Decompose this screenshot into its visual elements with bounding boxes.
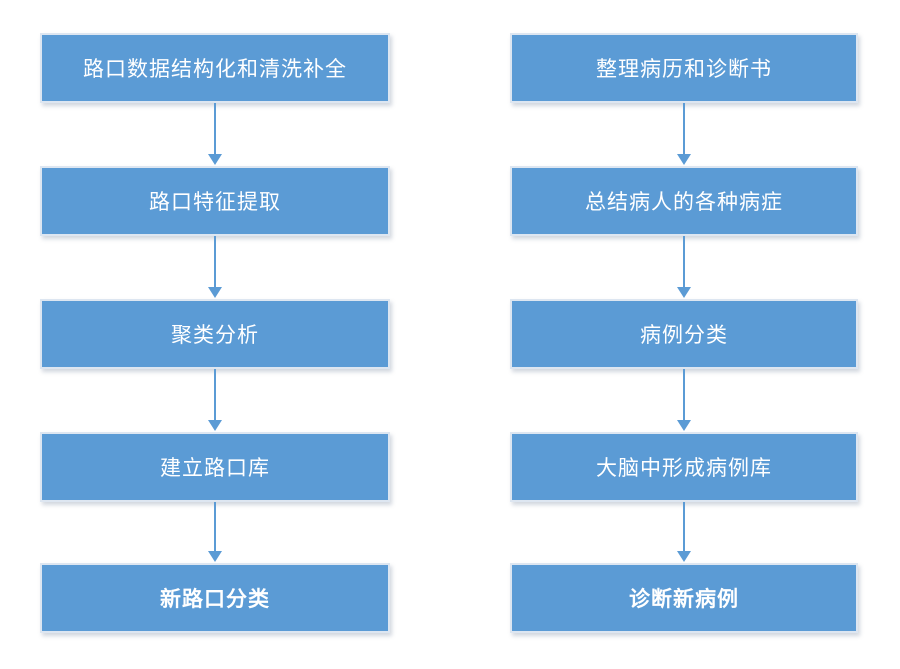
down-arrow-icon (677, 369, 691, 431)
flow-step-left-3: 聚类分析 (40, 299, 390, 369)
arrow-head (208, 551, 222, 562)
flow-step-left-4: 建立路口库 (40, 432, 390, 502)
arrow-head (677, 154, 691, 165)
flow-step-label: 整理病历和诊断书 (596, 58, 772, 81)
flow-step-right-4: 大脑中形成病例库 (510, 432, 858, 502)
arrow-head (677, 287, 691, 298)
arrow-shaft (214, 502, 216, 551)
arrow-shaft (214, 236, 216, 287)
flow-step-label: 聚类分析 (171, 324, 259, 347)
arrow-shaft (683, 502, 685, 551)
arrow-shaft (683, 236, 685, 287)
down-arrow-icon (208, 103, 222, 165)
flow-step-label: 路口数据结构化和清洗补全 (83, 58, 347, 81)
flow-step-right-2: 总结病人的各种病症 (510, 166, 858, 236)
arrow-head (208, 154, 222, 165)
arrow-shaft (683, 369, 685, 420)
down-arrow-icon (208, 369, 222, 431)
flow-step-label: 建立路口库 (160, 457, 270, 480)
flow-step-left-1: 路口数据结构化和清洗补全 (40, 33, 390, 103)
flow-step-label: 病例分类 (640, 324, 728, 347)
flow-step-right-1: 整理病历和诊断书 (510, 33, 858, 103)
down-arrow-icon (677, 502, 691, 562)
down-arrow-icon (208, 236, 222, 298)
arrow-shaft (683, 103, 685, 154)
arrow-head (677, 551, 691, 562)
arrow-shaft (214, 369, 216, 420)
arrow-head (208, 420, 222, 431)
down-arrow-icon (677, 236, 691, 298)
flow-step-left-2: 路口特征提取 (40, 166, 390, 236)
flow-step-label: 总结病人的各种病症 (585, 191, 783, 214)
down-arrow-icon (677, 103, 691, 165)
flow-step-label: 新路口分类 (160, 588, 270, 611)
flow-step-label: 路口特征提取 (149, 191, 281, 214)
arrow-shaft (214, 103, 216, 154)
flow-step-right-5: 诊断新病例 (510, 563, 858, 633)
flow-step-label: 诊断新病例 (629, 588, 739, 611)
flow-step-right-3: 病例分类 (510, 299, 858, 369)
flow-step-left-5: 新路口分类 (40, 563, 390, 633)
down-arrow-icon (208, 502, 222, 562)
flow-step-label: 大脑中形成病例库 (596, 457, 772, 480)
arrow-head (208, 287, 222, 298)
arrow-head (677, 420, 691, 431)
